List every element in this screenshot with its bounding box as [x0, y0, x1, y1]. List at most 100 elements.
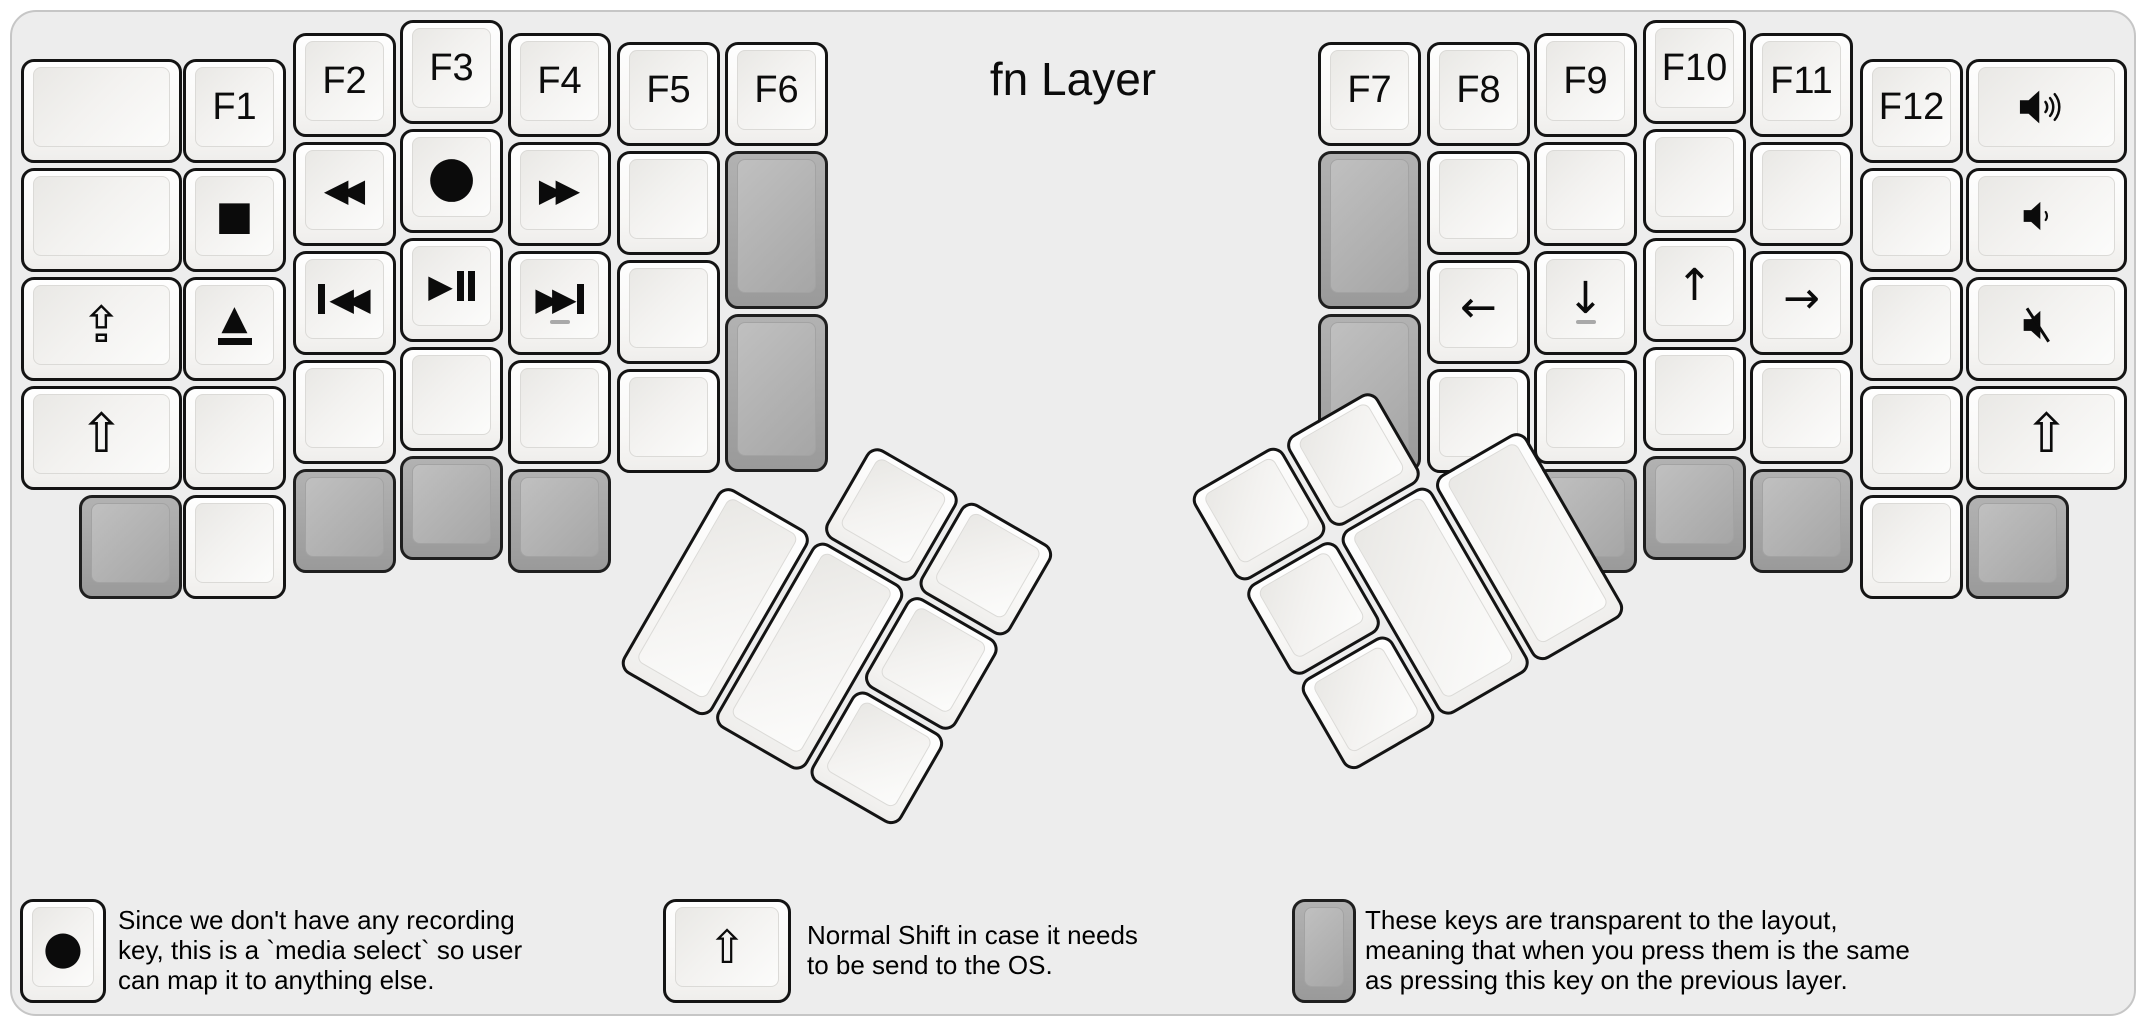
arrow-left-icon: ← — [1460, 282, 1497, 333]
eject-icon: ▲ — [217, 301, 252, 345]
layer-title: fn Layer — [989, 53, 1157, 105]
key-blank — [1750, 142, 1853, 246]
key-blank — [183, 386, 286, 490]
key-caps-lock: ⇪ — [21, 277, 182, 381]
key-label: F12 — [1878, 85, 1945, 128]
arrow-down-icon: ↓ — [1567, 273, 1604, 324]
legend-text-line: can map it to anything else. — [118, 965, 435, 995]
stop-icon: ■ — [215, 193, 254, 239]
key-fast-forward: ▶▶ — [508, 142, 611, 246]
key-transparent — [725, 151, 828, 309]
key-blank — [1427, 151, 1530, 255]
key-volume-up — [1966, 59, 2127, 163]
key-blank — [21, 59, 182, 163]
key-transparent — [725, 314, 828, 472]
key-next-track: ▶▶ — [508, 251, 611, 355]
key-shift: ⇧ — [21, 386, 182, 490]
key-shift: ⇧ — [1966, 386, 2127, 490]
record-key-icon: ● — [20, 899, 106, 1003]
key-arrow-down: ↓ — [1534, 251, 1637, 355]
play-pause-icon: ▶ — [428, 270, 475, 302]
record-icon: ● — [427, 144, 476, 209]
legend-text-line: Since we don't have any recording — [118, 905, 515, 935]
key-volume-down — [1966, 168, 2127, 272]
arrow-up-icon: ↑ — [1676, 260, 1713, 311]
shift-icon: ⇧ — [2023, 402, 2070, 465]
key-blank — [1860, 495, 1963, 599]
key-f7: F7 — [1318, 42, 1421, 146]
key-label: F11 — [1770, 59, 1833, 102]
key-label: F3 — [429, 46, 474, 89]
key-label: F9 — [1563, 59, 1608, 102]
key-blank — [1860, 168, 1963, 272]
key-arrow-left: ← — [1427, 260, 1530, 364]
key-arrow-up: ↑ — [1643, 238, 1746, 342]
key-f1: F1 — [183, 59, 286, 163]
key-blank — [617, 260, 720, 364]
prev-track-icon: ◀◀ — [318, 283, 371, 315]
key-eject: ▲ — [183, 277, 286, 381]
fast-forward-icon: ▶▶ — [538, 171, 580, 209]
key-blank — [1534, 142, 1637, 246]
key-blank — [508, 360, 611, 464]
legend-text-line: meaning that when you press them is the … — [1365, 935, 1910, 965]
key-blank — [1750, 360, 1853, 464]
key-blank — [400, 347, 503, 451]
key-f5: F5 — [617, 42, 720, 146]
key-f12: F12 — [1860, 59, 1963, 163]
transparent-key-icon — [1292, 899, 1356, 1003]
key-rewind: ◀◀ — [293, 142, 396, 246]
rewind-icon: ◀◀ — [323, 171, 365, 209]
homing-bar — [1575, 320, 1596, 324]
key-transparent — [79, 495, 182, 599]
key-transparent — [293, 469, 396, 573]
key-transparent — [400, 456, 503, 560]
key-label: F1 — [212, 85, 257, 128]
legend-text-line: Normal Shift in case it needs — [807, 920, 1138, 950]
key-record: ● — [400, 129, 503, 233]
key-transparent — [1643, 456, 1746, 560]
key-f6: F6 — [725, 42, 828, 146]
key-blank — [1534, 360, 1637, 464]
key-f9: F9 — [1534, 33, 1637, 137]
key-transparent — [508, 469, 611, 573]
key-label: F8 — [1456, 68, 1501, 111]
key-transparent — [1750, 469, 1853, 573]
key-blank — [1860, 386, 1963, 490]
legend-text-line: These keys are transparent to the layout… — [1365, 905, 1838, 935]
legend-text-line: as pressing this key on the previous lay… — [1365, 965, 1848, 995]
key-blank — [1860, 277, 1963, 381]
key-label: F4 — [537, 59, 582, 102]
key-blank — [617, 151, 720, 255]
key-label: F2 — [322, 59, 367, 102]
key-blank — [1643, 129, 1746, 233]
key-f4: F4 — [508, 33, 611, 137]
key-f3: F3 — [400, 20, 503, 124]
key-transparent — [1966, 495, 2069, 599]
key-f8: F8 — [1427, 42, 1530, 146]
legend-text-line: to be send to the OS. — [807, 950, 1053, 980]
key-label: F6 — [754, 68, 799, 111]
key-blank — [617, 369, 720, 473]
next-track-icon: ▶▶ — [535, 283, 584, 315]
key-f2: F2 — [293, 33, 396, 137]
shift-icon: ⇧ — [78, 402, 125, 465]
shift-icon: ⇧ — [707, 920, 747, 974]
key-f10: F10 — [1643, 20, 1746, 124]
key-label: F5 — [646, 68, 691, 111]
key-transparent — [1318, 151, 1421, 309]
volume-down-icon — [2022, 198, 2072, 234]
arrow-right-icon: → — [1783, 273, 1820, 324]
caps-lock-icon: ⇪ — [80, 296, 123, 354]
legend-transparent-key-text: These keys are transparent to the layout… — [1365, 905, 1910, 995]
key-label: F10 — [1661, 46, 1728, 89]
key-f11: F11 — [1750, 33, 1853, 137]
key-blank — [1643, 347, 1746, 451]
key-mute — [1966, 277, 2127, 381]
mute-icon — [2022, 307, 2072, 343]
key-prev-track: ◀◀ — [293, 251, 396, 355]
key-stop: ■ — [183, 168, 286, 272]
key-blank — [183, 495, 286, 599]
